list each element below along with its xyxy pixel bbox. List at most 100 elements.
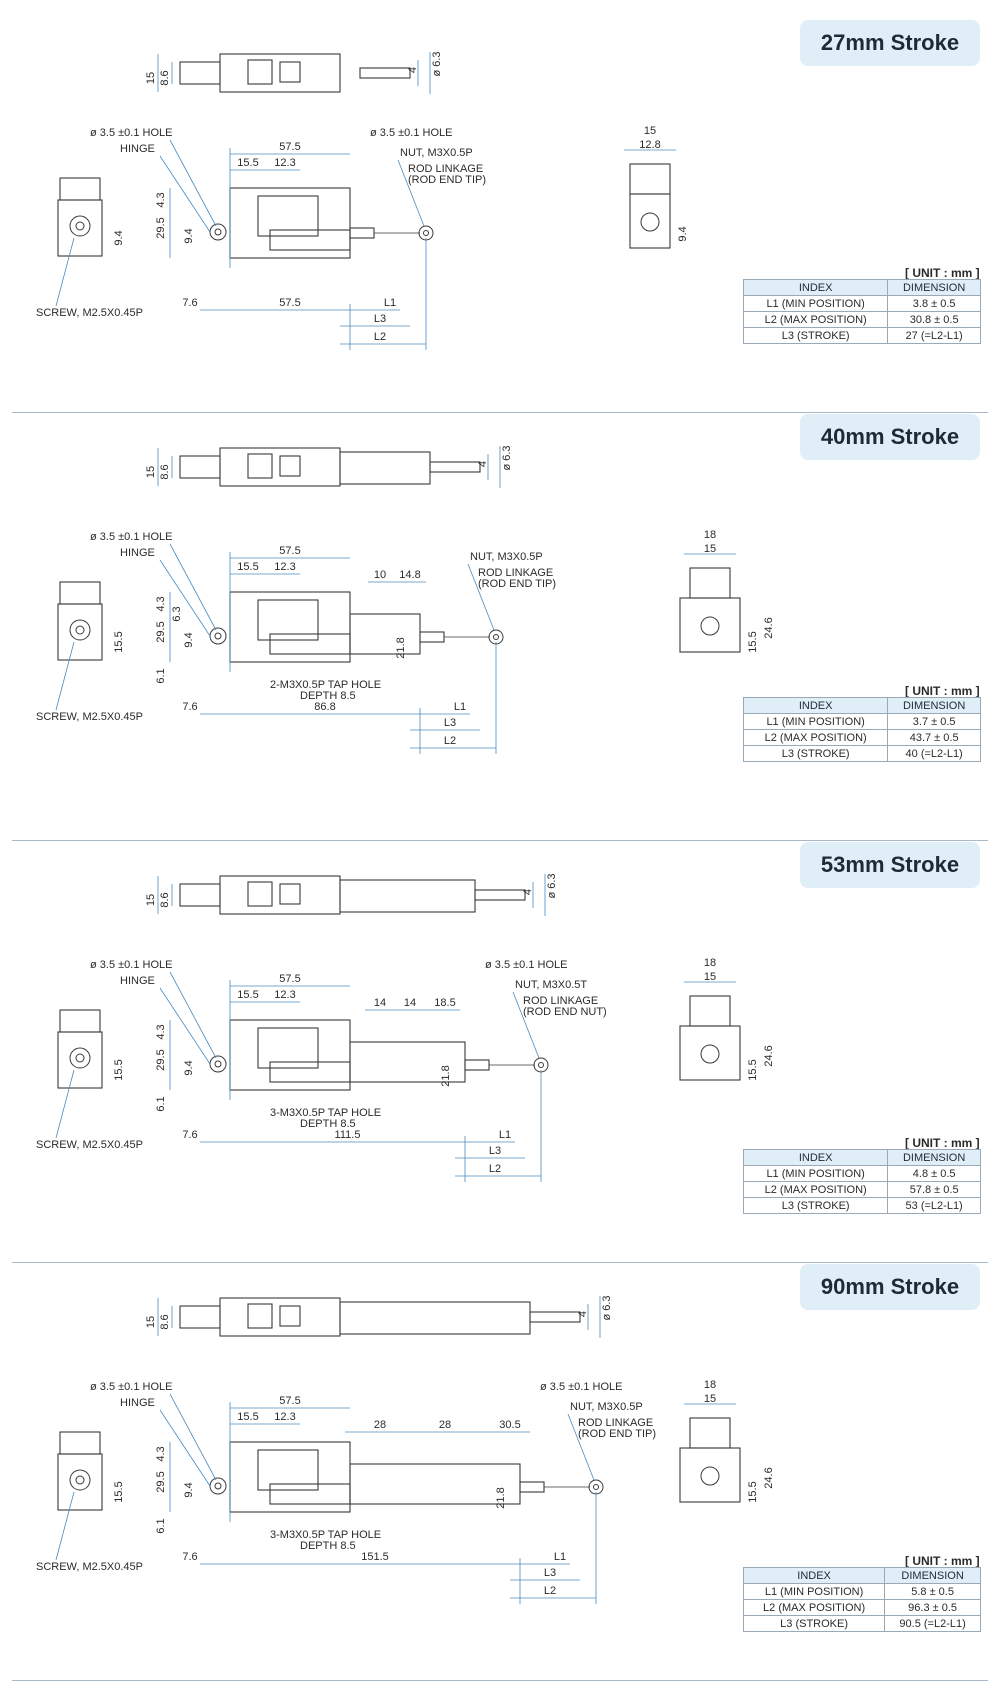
table-cell: L1 (MIN POSITION)	[742, 1583, 886, 1600]
motor-block	[257, 195, 319, 237]
callout-label: NUT, M3X0.5T	[515, 979, 587, 991]
dimension-label: 7.6	[182, 1551, 197, 1563]
leader-line	[567, 1413, 595, 1481]
table-header: INDEX	[742, 697, 889, 714]
rod-end	[418, 225, 434, 241]
end-view-body	[679, 1447, 741, 1503]
label-window	[279, 455, 301, 477]
dimension-label: 4.3	[155, 596, 167, 611]
dimension-label: 18.5	[434, 997, 455, 1009]
table-cell: 30.8 ± 0.5	[887, 311, 981, 328]
extension-housing	[339, 879, 476, 913]
dimension-label: 14	[374, 997, 386, 1009]
actuator-side-body	[229, 187, 351, 259]
dimension-label: 15.5	[747, 1059, 759, 1080]
dimension-label: 12.3	[274, 561, 295, 573]
rod-collar	[419, 631, 445, 643]
connector-tab	[179, 455, 221, 479]
dimension-label: 151.5	[361, 1551, 389, 1563]
hole-circle	[214, 632, 222, 640]
connector-socket	[247, 59, 273, 85]
hole-circle	[214, 1482, 222, 1490]
callout-label: ø 3.5 ±0.1 HOLE	[90, 531, 172, 543]
dimension-label: 21.8	[440, 1065, 452, 1086]
dimension-label: 7.6	[182, 1129, 197, 1141]
dimension-label: 15.5	[237, 1411, 258, 1423]
front-top-cap	[59, 177, 101, 201]
end-view-bore	[700, 1044, 720, 1064]
hole-circle	[493, 634, 499, 640]
dimension-label: 6.3	[171, 606, 183, 621]
callout-label: NUT, M3X0.5P	[570, 1401, 643, 1413]
connector-tab	[179, 883, 221, 907]
dimension-label: 7.6	[182, 297, 197, 309]
callout-label: (ROD END TIP)	[408, 174, 486, 186]
table-header: DIMENSION	[884, 1567, 981, 1584]
end-view-body	[679, 597, 741, 653]
rod-end	[533, 1057, 549, 1073]
hole-circle	[75, 1475, 85, 1485]
dimension-label: 12.3	[274, 157, 295, 169]
table-cell: 40 (=L2-L1)	[887, 745, 981, 762]
table-cell: L1 (MIN POSITION)	[742, 713, 889, 730]
dimension-label: 29.5	[155, 217, 167, 238]
dimension-label: ø 6.3	[546, 873, 558, 898]
front-view-body	[57, 1453, 103, 1511]
front-top-cap	[59, 1009, 101, 1033]
dimension-label: 8.6	[159, 70, 171, 85]
dimension-label: ø 6.3	[431, 51, 443, 76]
rod-collar	[519, 1481, 545, 1493]
table-row: L3 (STROKE)27 (=L2-L1)	[742, 327, 981, 344]
screw-head	[69, 1047, 91, 1069]
front-view-body	[57, 603, 103, 661]
dimension-label: L1	[454, 701, 466, 713]
actuator-side-body	[229, 1441, 351, 1513]
callout-label: NUT, M3X0.5P	[400, 147, 473, 159]
dimension-label: 29.5	[155, 1471, 167, 1492]
table-cell: 53 (=L2-L1)	[887, 1197, 981, 1214]
front-top-cap	[59, 581, 101, 605]
rod-end	[588, 1479, 604, 1495]
dimension-label: 15.5	[747, 631, 759, 652]
end-view-top	[689, 567, 731, 599]
callout-label: HINGE	[120, 1397, 155, 1409]
label-plate	[269, 1061, 351, 1083]
hole-circle	[75, 221, 85, 231]
dimension-label: 8.6	[159, 1314, 171, 1329]
callout-label: ROD LINKAGE	[478, 567, 553, 579]
dimension-label: 111.5	[335, 1129, 361, 1141]
hole-circle	[423, 230, 429, 236]
callout-label: DEPTH 8.5	[300, 690, 356, 702]
callout-label: HINGE	[120, 143, 155, 155]
label-plate	[269, 229, 351, 251]
dimension-label: 15.5	[113, 1481, 125, 1502]
dimension-label: 4	[522, 889, 534, 895]
callout-label: ø 3.5 ±0.1 HOLE	[90, 1381, 172, 1393]
unit-label: [ UNIT : mm ]	[905, 266, 980, 280]
table-row: L1 (MIN POSITION)3.8 ± 0.5	[742, 295, 981, 312]
table-row: L3 (STROKE)53 (=L2-L1)	[742, 1197, 981, 1214]
table-cell: L3 (STROKE)	[742, 1197, 889, 1214]
hinge-eye	[209, 1055, 227, 1073]
dimension-label: 18	[704, 957, 716, 969]
leader-line	[55, 237, 75, 307]
dimension-label: 18	[704, 1379, 716, 1391]
callout-label: DEPTH 8.5	[300, 1540, 356, 1552]
dimension-label: 4	[407, 67, 419, 73]
screw-head	[69, 215, 91, 237]
callout-label: 3-M3X0.5P TAP HOLE	[270, 1529, 381, 1541]
dimension-label: 9.4	[183, 228, 195, 243]
piston-rod	[359, 67, 411, 79]
dimension-label: 28	[374, 1419, 386, 1431]
leader-line	[169, 1393, 217, 1481]
dimension-label: 6.1	[155, 668, 167, 683]
dimension-label: 15	[145, 894, 157, 906]
front-top-cap	[59, 1431, 101, 1455]
callout-label: (ROD END TIP)	[478, 578, 556, 590]
leader-line	[159, 559, 211, 637]
callout-label: ø 3.5 ±0.1 HOLE	[90, 959, 172, 971]
label-window	[279, 61, 301, 83]
dimension-label: 4.3	[155, 1446, 167, 1461]
section-divider	[12, 840, 988, 841]
